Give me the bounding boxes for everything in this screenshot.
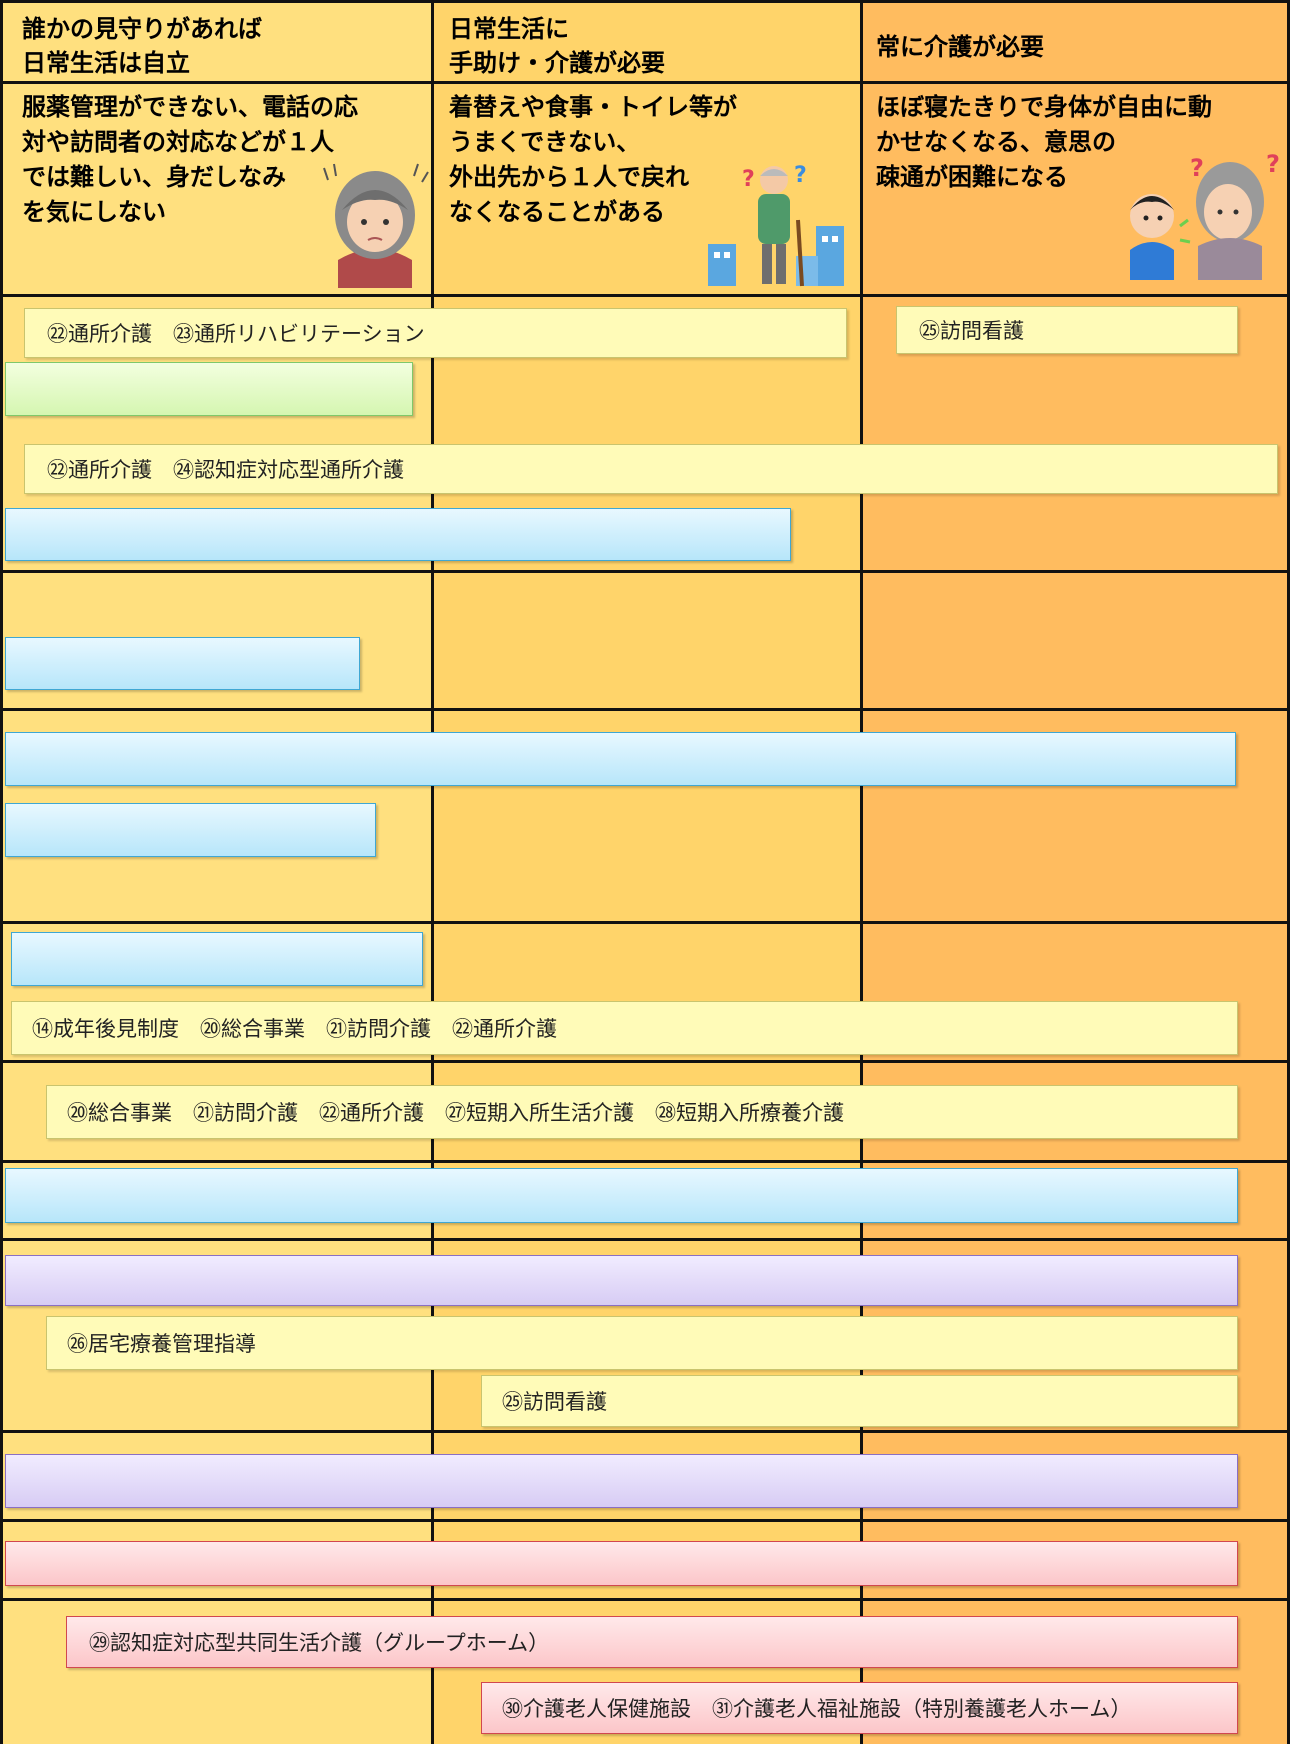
grid-line-horizontal [0,570,1290,573]
description-line: うまくできない、 [449,128,641,156]
service-bar-guardianship: ⑭成年後見制度 ⑳総合事業 ㉑訪問介護 ㉒通所介護 [11,1001,1238,1055]
service-bar-short-stay: ⑳総合事業 ㉑訪問介護 ㉒通所介護 ㉗短期入所生活介護 ㉘短期入所療養介護 [46,1085,1238,1139]
grid-line-horizontal [0,921,1290,924]
column-2-title-line: 日常生活に [449,15,569,43]
column-1-title-line: 日常生活は自立 [22,49,190,77]
service-label: ㉙認知症対応型共同生活介護（グループホーム） [89,1631,550,1655]
service-label: ㉚介護老人保健施設 ㉛介護老人福祉施設（特別養護老人ホーム） [502,1697,1132,1721]
column-1-title-line: 誰かの見守りがあれば [22,15,262,43]
grid-line-horizontal [0,1598,1290,1601]
grid-line-horizontal [0,81,1290,84]
service-bar-blue-5 [11,932,423,986]
column-3-title: 常に介護が必要 [876,30,1044,64]
column-3-title-line: 常に介護が必要 [876,33,1044,61]
grid-line-horizontal [0,1519,1290,1522]
service-bar-visiting-nursing-2: ㉕訪問看護 [481,1375,1238,1427]
service-label: ⑳総合事業 ㉑訪問介護 ㉒通所介護 ㉗短期入所生活介護 ㉘短期入所療養介護 [67,1101,844,1125]
description-line: 外出先から１人で戻れ [449,163,689,191]
description-line: では難しい、身だしなみ [22,163,286,191]
grid-line-vertical [0,0,3,1744]
description-line: 着替えや食事・トイレ等が [449,93,737,121]
description-line: なくなることがある [449,198,665,226]
service-bar-group-home: ㉙認知症対応型共同生活介護（グループホーム） [66,1616,1238,1668]
service-bar-dementia-day-care: ㉒通所介護 ㉔認知症対応型通所介護 [24,444,1278,494]
column-3-description: ほぼ寝たきりで身体が自由に動 かせなくなる、意思の 疎通が困難になる [876,90,1212,195]
description-line: ほぼ寝たきりで身体が自由に動 [876,93,1212,121]
description-line: 疎通が困難になる [876,163,1068,191]
svg-text:?: ? [1190,154,1204,182]
service-bar-home-care-guidance: ㉖居宅療養管理指導 [46,1316,1238,1370]
column-2-background [432,0,861,1744]
service-bar-day-care: ㉒通所介護 ㉓通所リハビリテーション [24,308,847,358]
grid-line-horizontal [0,708,1290,711]
service-bar-purple-2 [5,1454,1238,1508]
service-label: ⑭成年後見制度 ⑳総合事業 ㉑訪問介護 ㉒通所介護 [32,1017,557,1041]
service-label: ㉖居宅療養管理指導 [67,1332,256,1356]
service-bar-blue-1 [5,508,791,561]
grid-line-horizontal [0,1238,1290,1241]
service-bar-blue-3 [5,732,1236,786]
description-line: かせなくなる、意思の [876,128,1116,156]
service-label: ㉒通所介護 ㉔認知症対応型通所介護 [47,458,404,482]
service-bar-purple-1 [5,1255,1238,1306]
confused-elderly-woman-icon [323,163,429,288]
column-1-title: 誰かの見守りがあれば 日常生活は自立 [22,12,262,80]
column-2-title: 日常生活に 手助け・介護が必要 [449,12,665,80]
grid-line-horizontal [0,1160,1290,1163]
service-bar-care-facilities: ㉚介護老人保健施設 ㉛介護老人福祉施設（特別養護老人ホーム） [481,1682,1238,1734]
column-2-title-line: 手助け・介護が必要 [449,49,665,77]
grid-line-vertical [431,0,434,1744]
service-label: ㉒通所介護 ㉓通所リハビリテーション [47,322,425,346]
service-bar-green [5,362,413,416]
grid-line-vertical [860,0,863,1744]
service-bar-visiting-nursing: ㉕訪問看護 [896,306,1238,354]
column-2-description: 着替えや食事・トイレ等が うまくできない、 外出先から１人で戻れ なくなることが… [449,90,737,230]
column-1-description: 服薬管理ができない、電話の応 対や訪問者の対応などが１人 では難しい、身だしなみ… [22,90,358,230]
description-line: を気にしない [22,198,166,226]
svg-text:?: ? [1266,150,1280,178]
grid-line-vertical [1287,0,1290,1744]
grid-line-horizontal [0,0,1290,3]
confused-conversation-icon: ? ? [1130,150,1280,280]
service-bar-pink-1 [5,1541,1238,1586]
lost-elderly-man-icon: ? ? [708,163,844,287]
grid-line-horizontal [0,1430,1290,1433]
service-bar-blue-6 [5,1168,1238,1223]
grid-line-horizontal [0,1060,1290,1063]
grid-line-horizontal [0,294,1290,297]
description-line: 服薬管理ができない、電話の応 [22,93,358,121]
column-1-background [0,0,432,1744]
service-label: ㉕訪問看護 [919,319,1024,343]
service-bar-blue-2 [5,637,360,690]
description-line: 対や訪問者の対応などが１人 [22,128,334,156]
column-3-background [861,0,1290,1744]
service-bar-blue-4 [5,803,376,857]
service-label: ㉕訪問看護 [502,1390,607,1414]
svg-text:?: ? [794,163,807,188]
svg-text:?: ? [742,167,755,192]
